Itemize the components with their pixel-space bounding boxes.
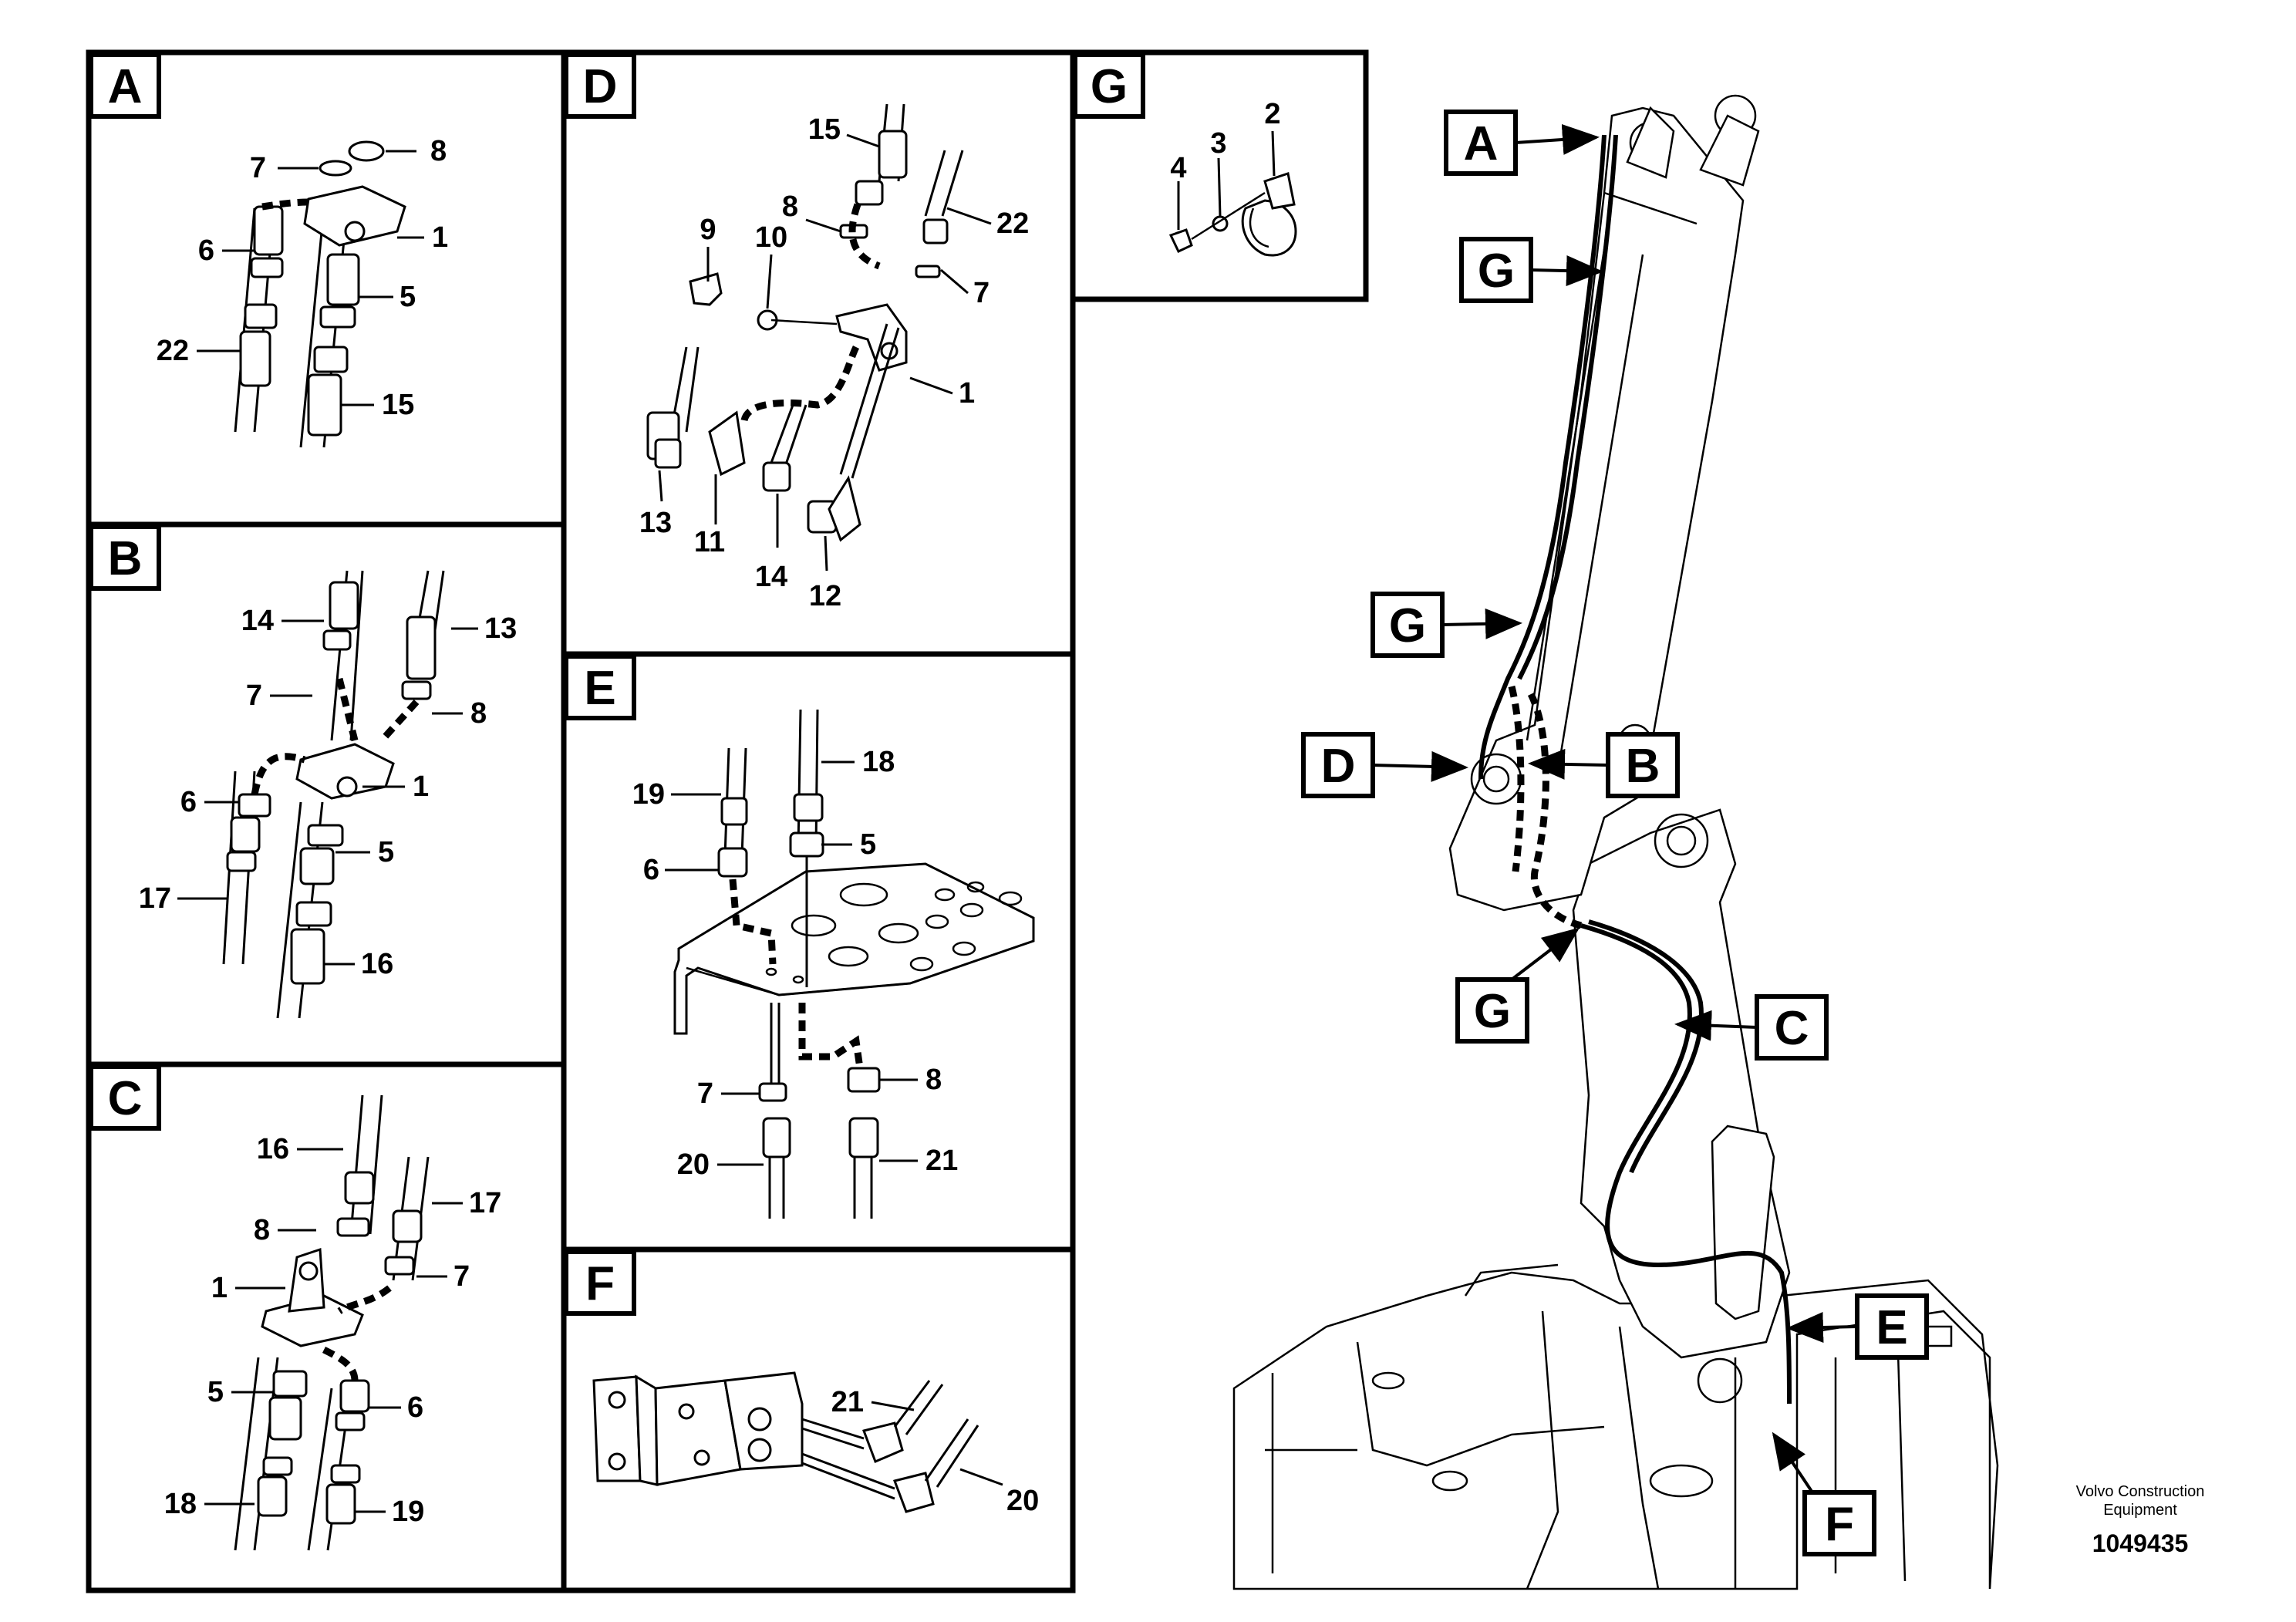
panel-b-letter-box (89, 524, 161, 591)
svg-text:A: A (1464, 117, 1499, 170)
callout-g-3: 3 (1210, 127, 1226, 160)
callout-e-5: 5 (860, 828, 876, 861)
callout-g-2: 2 (1264, 98, 1280, 130)
svg-text:D: D (1321, 740, 1356, 793)
panel-e: E (561, 651, 1076, 1253)
callout-f-21: 21 (831, 1386, 864, 1418)
svg-text:B: B (1626, 740, 1660, 793)
callout-d-22: 22 (996, 207, 1029, 240)
callout-d-13: 13 (639, 507, 672, 539)
panel-f-letter: F (585, 1257, 615, 1310)
callout-d-1: 1 (959, 377, 975, 410)
callout-b-6: 6 (180, 786, 197, 818)
callout-c-1: 1 (211, 1272, 228, 1304)
callout-g-4: 4 (1170, 152, 1186, 184)
callout-b-16: 16 (361, 948, 393, 980)
callout-d-15: 15 (808, 113, 841, 146)
company-name-line1: Volvo Construction (2076, 1483, 2205, 1500)
document-number: 1049435 (2092, 1529, 2189, 1557)
callout-c-6: 6 (407, 1391, 423, 1424)
overview-callout-f: F (1772, 1431, 1876, 1556)
callout-c-7: 7 (453, 1260, 470, 1293)
panel-e-letter: E (584, 662, 615, 715)
callout-b-14: 14 (241, 605, 274, 637)
callout-e-21: 21 (925, 1145, 958, 1177)
callout-d-8: 8 (782, 191, 798, 223)
callout-c-8: 8 (254, 1214, 270, 1246)
overview-callout-g-low: G (1455, 927, 1580, 1044)
panel-b: B 14 13 7 8 6 1 5 17 (86, 521, 567, 1067)
panel-e-letter-box (564, 654, 636, 720)
callout-a-6: 6 (198, 234, 214, 267)
svg-text:C: C (1775, 1002, 1809, 1055)
callout-d-14: 14 (755, 561, 787, 593)
overview-callout-c: C (1674, 994, 1829, 1061)
callout-a-8: 8 (430, 135, 447, 167)
svg-text:E: E (1876, 1301, 1907, 1354)
callout-a-15: 15 (382, 389, 414, 421)
callout-c-16: 16 (257, 1133, 289, 1165)
machine-overview: A G G D B G C (1232, 94, 1999, 1590)
callout-a-22: 22 (157, 335, 189, 367)
overview-callout-g-top: G (1459, 237, 1603, 303)
callout-c-17: 17 (469, 1187, 501, 1219)
callout-b-13: 13 (484, 612, 517, 645)
panel-a-letter: A (108, 60, 143, 113)
callout-d-10: 10 (755, 221, 787, 254)
panel-f-letter-box (564, 1249, 636, 1316)
callout-a-7: 7 (250, 152, 266, 184)
panel-g-letter: G (1091, 60, 1128, 113)
callout-e-8: 8 (925, 1064, 942, 1096)
overview-callout-e: E (1786, 1293, 1929, 1360)
callout-a-1: 1 (432, 221, 448, 254)
callout-b-17: 17 (139, 882, 171, 915)
svg-text:F: F (1825, 1498, 1854, 1551)
panel-g-letter-box (1073, 52, 1145, 119)
panel-g: G 2 3 4 (1070, 49, 1369, 302)
overview-callout-b: B (1528, 732, 1680, 798)
panel-d-letter-box (564, 52, 636, 119)
panel-c: C 16 17 8 7 1 5 6 (86, 1061, 567, 1593)
panel-f: F 21 20 (561, 1246, 1076, 1593)
svg-text:G: G (1389, 599, 1426, 653)
callout-d-11: 11 (694, 526, 725, 558)
panel-b-letter: B (108, 532, 143, 585)
overview-callout-a: A (1444, 110, 1600, 176)
callout-e-7: 7 (697, 1077, 713, 1110)
callout-c-5: 5 (207, 1376, 224, 1408)
callout-a-5: 5 (400, 281, 416, 313)
callout-c-19: 19 (392, 1496, 424, 1528)
callout-e-18: 18 (862, 746, 895, 778)
panel-a: A 7 8 6 1 5 22 15 (86, 49, 567, 528)
panel-d-letter: D (583, 60, 618, 113)
company-name-line2: Equipment (2103, 1502, 2177, 1519)
callout-d-12: 12 (809, 580, 841, 612)
panel-c-letter: C (108, 1072, 143, 1125)
svg-text:G: G (1474, 985, 1511, 1038)
callout-e-20: 20 (677, 1148, 710, 1181)
callout-d-7: 7 (973, 277, 990, 309)
panel-c-letter-box (89, 1064, 161, 1131)
panel-a-letter-box (89, 52, 161, 119)
overview-callout-g-mid: G (1371, 592, 1522, 658)
callout-b-5: 5 (378, 836, 394, 868)
callout-e-6: 6 (643, 854, 659, 886)
overview-callout-d: D (1301, 732, 1468, 798)
callout-d-9: 9 (700, 214, 716, 246)
callout-c-18: 18 (164, 1488, 197, 1520)
callout-b-8: 8 (470, 697, 487, 730)
panel-d: D 15 22 8 9 (561, 49, 1076, 657)
callout-b-1: 1 (413, 771, 429, 803)
callout-b-7: 7 (246, 679, 262, 712)
callout-e-19: 19 (632, 778, 665, 811)
svg-text:G: G (1478, 244, 1515, 298)
footer: Volvo Construction Equipment 1049435 (2076, 1483, 2205, 1557)
callout-f-20: 20 (1006, 1485, 1039, 1517)
